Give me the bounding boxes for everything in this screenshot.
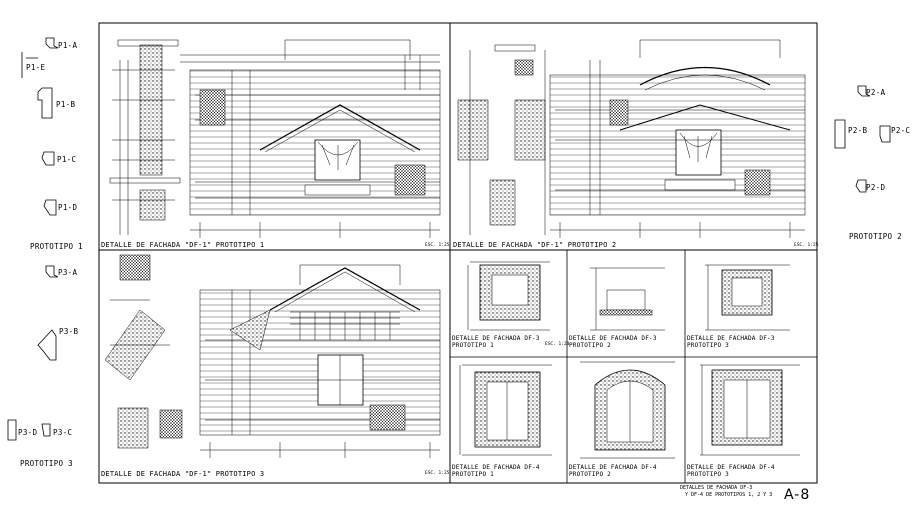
key-label-p3c: P3-C xyxy=(53,428,73,437)
key-label-p1e: P1-E xyxy=(26,63,46,72)
df4-p3-caption: DETALLE DE FACHADA DF-4 xyxy=(687,464,775,471)
df4-p1-sub: PROTOTIPO 1 xyxy=(452,471,494,478)
key-label-p3a: P3-A xyxy=(58,268,78,277)
key-label-p2a: P2-A xyxy=(866,88,886,97)
panel2-scale: ESC. 1:25 xyxy=(794,243,819,248)
prototype3-title: PROTOTIPO 3 xyxy=(20,459,73,468)
key-label-p2c: P2-C xyxy=(891,126,911,135)
df3-p1-sub: PROTOTIPO 1 xyxy=(452,342,494,349)
key-label-p1b: P1-B xyxy=(56,100,76,109)
key-label-p1a: P1-A xyxy=(58,41,78,50)
prototype2-title: PROTOTIPO 2 xyxy=(849,232,902,241)
left-key-symbols xyxy=(7,37,59,441)
df4-p2-sub: PROTOTIPO 2 xyxy=(569,471,611,478)
df3-details xyxy=(467,261,790,331)
key-label-p1c: P1-C xyxy=(57,155,77,164)
key-label-p2d: P2-D xyxy=(866,183,886,192)
panel1-caption: DETALLE DE FACHADA "DF-1" PROTOTIPO 1 xyxy=(101,241,265,249)
key-label-p3d: P3-D xyxy=(18,428,38,437)
footer-line1: DETALLES DE FACHADA DF-3 xyxy=(680,485,753,491)
df3-p3-caption: DETALLE DE FACHADA DF-3 xyxy=(687,335,775,342)
df4-details xyxy=(459,361,800,459)
key-label-p1d: P1-D xyxy=(58,203,78,212)
prototype1-title: PROTOTIPO 1 xyxy=(30,242,83,251)
df4-p3-sub: PROTOTIPO 3 xyxy=(687,471,729,478)
right-key-symbols xyxy=(834,85,891,193)
df4-p2-caption: DETALLE DE FACHADA DF-4 xyxy=(569,464,657,471)
panel3-scale: ESC. 1:25 xyxy=(425,471,450,476)
df3-p2-sub: PROTOTIPO 2 xyxy=(569,342,611,349)
panel3-caption: DETALLE DE FACHADA "DF-1" PROTOTIPO 3 xyxy=(101,470,265,478)
sheet-number: A-8 xyxy=(784,487,811,503)
panel1-scale: ESC. 1:25 xyxy=(425,243,450,248)
df3-p1-caption: DETALLE DE FACHADA DF-3 xyxy=(452,335,540,342)
df3-p3-sub: PROTOTIPO 3 xyxy=(687,342,729,349)
footer-line2: Y DF-4 DE PROTOTIPOS 1, 2 Y 3 xyxy=(685,492,773,498)
key-label-p3b: P3-B xyxy=(59,327,79,336)
panel2-drawing xyxy=(457,39,806,238)
frame xyxy=(98,22,818,484)
df3-p2-caption: DETALLE DE FACHADA DF-3 xyxy=(569,335,657,342)
panel2-caption: DETALLE DE FACHADA "DF-1" PROTOTIPO 2 xyxy=(453,241,617,249)
panel1-drawing xyxy=(109,39,441,238)
key-label-p2b: P2-B xyxy=(848,126,868,135)
panel3-drawing xyxy=(104,254,441,458)
df3-p1-scale: ESC. 1:20 xyxy=(545,342,570,347)
df4-p1-caption: DETALLE DE FACHADA DF-4 xyxy=(452,464,540,471)
